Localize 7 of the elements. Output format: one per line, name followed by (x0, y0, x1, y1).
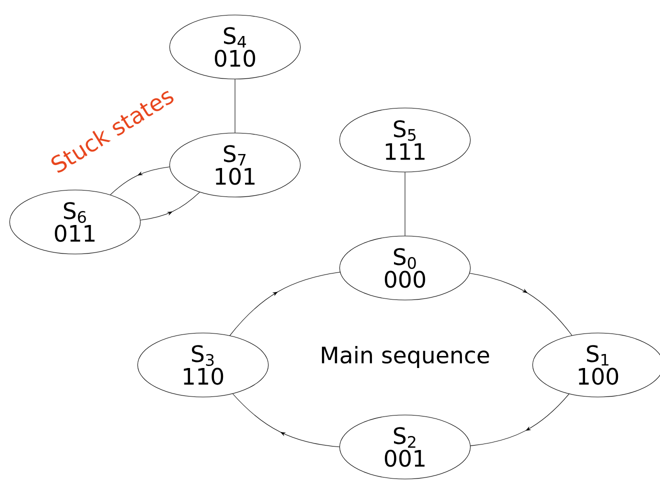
arrow (469, 273, 572, 336)
arrow (140, 192, 200, 220)
arrow (230, 272, 340, 336)
arrow (110, 166, 170, 196)
arrow (232, 394, 340, 448)
group-label: Main sequence (322, 346, 490, 368)
arrow (470, 394, 570, 446)
